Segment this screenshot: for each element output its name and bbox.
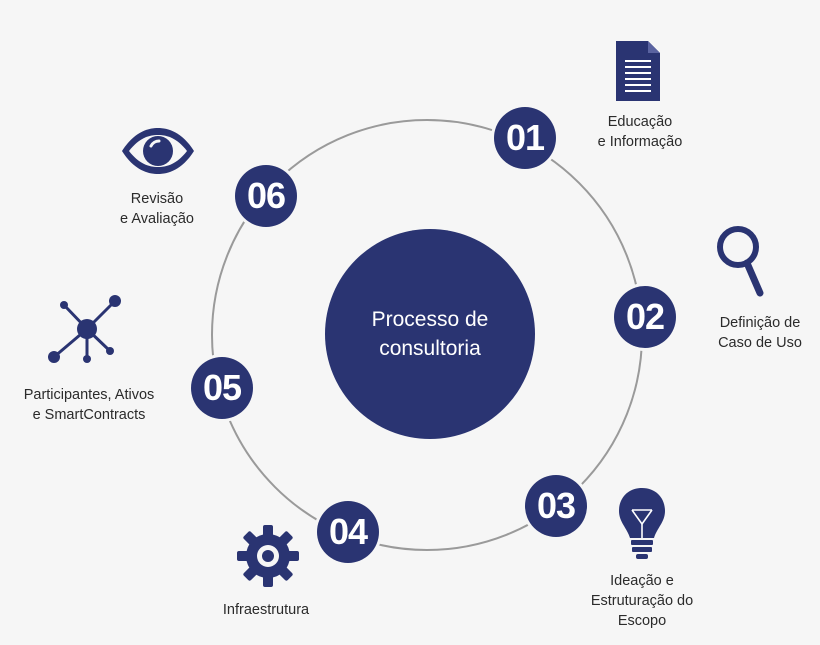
step-04-label: Infraestrutura	[196, 600, 336, 620]
step-01-label: Educação e Informação	[580, 112, 700, 152]
step-05-label-line2: e SmartContracts	[32, 407, 146, 423]
step-05-label-line1: Participantes, Ativos	[23, 387, 155, 403]
step-06-label-line1: Revisão	[130, 191, 184, 207]
lightbulb-icon	[619, 488, 665, 559]
step-02-label-line1: Definição de	[719, 315, 801, 331]
step-01-label-line1: Educação	[607, 114, 673, 130]
center-title-line1: Processo de	[371, 308, 489, 331]
step-06-label-line2: e Avaliação	[120, 211, 194, 227]
step-05-badge: 05	[191, 357, 253, 419]
magnifier-icon	[717, 226, 764, 297]
center-title-line2: consultoria	[379, 337, 481, 360]
center-hub: Processo de consultoria	[325, 229, 535, 439]
document-icon	[616, 41, 660, 101]
step-04-badge: 04	[317, 501, 379, 563]
step-03-badge: 03	[525, 475, 587, 537]
step-03-label-line1: Ideação e	[610, 573, 674, 589]
gear-icon	[237, 525, 299, 587]
step-03-label-line3: Escopo	[617, 613, 667, 629]
step-05-label: Participantes, Ativos e SmartContracts	[4, 385, 174, 425]
step-01-badge: 01	[494, 107, 556, 169]
eye-icon	[122, 128, 194, 174]
step-02-badge: 02	[614, 286, 676, 348]
network-icon	[48, 295, 121, 363]
step-06-label: Revisão e Avaliação	[97, 189, 217, 229]
step-02-label: Definição de Caso de Uso	[700, 313, 820, 353]
step-01-label-line2: e Informação	[597, 134, 683, 150]
step-04-label-line1: Infraestrutura	[222, 602, 310, 618]
step-06-badge: 06	[235, 165, 297, 227]
step-03-label: Ideação e Estruturação do Escopo	[572, 571, 712, 631]
step-03-label-line2: Estruturação do	[590, 593, 694, 609]
step-02-label-line2: Caso de Uso	[718, 335, 802, 351]
